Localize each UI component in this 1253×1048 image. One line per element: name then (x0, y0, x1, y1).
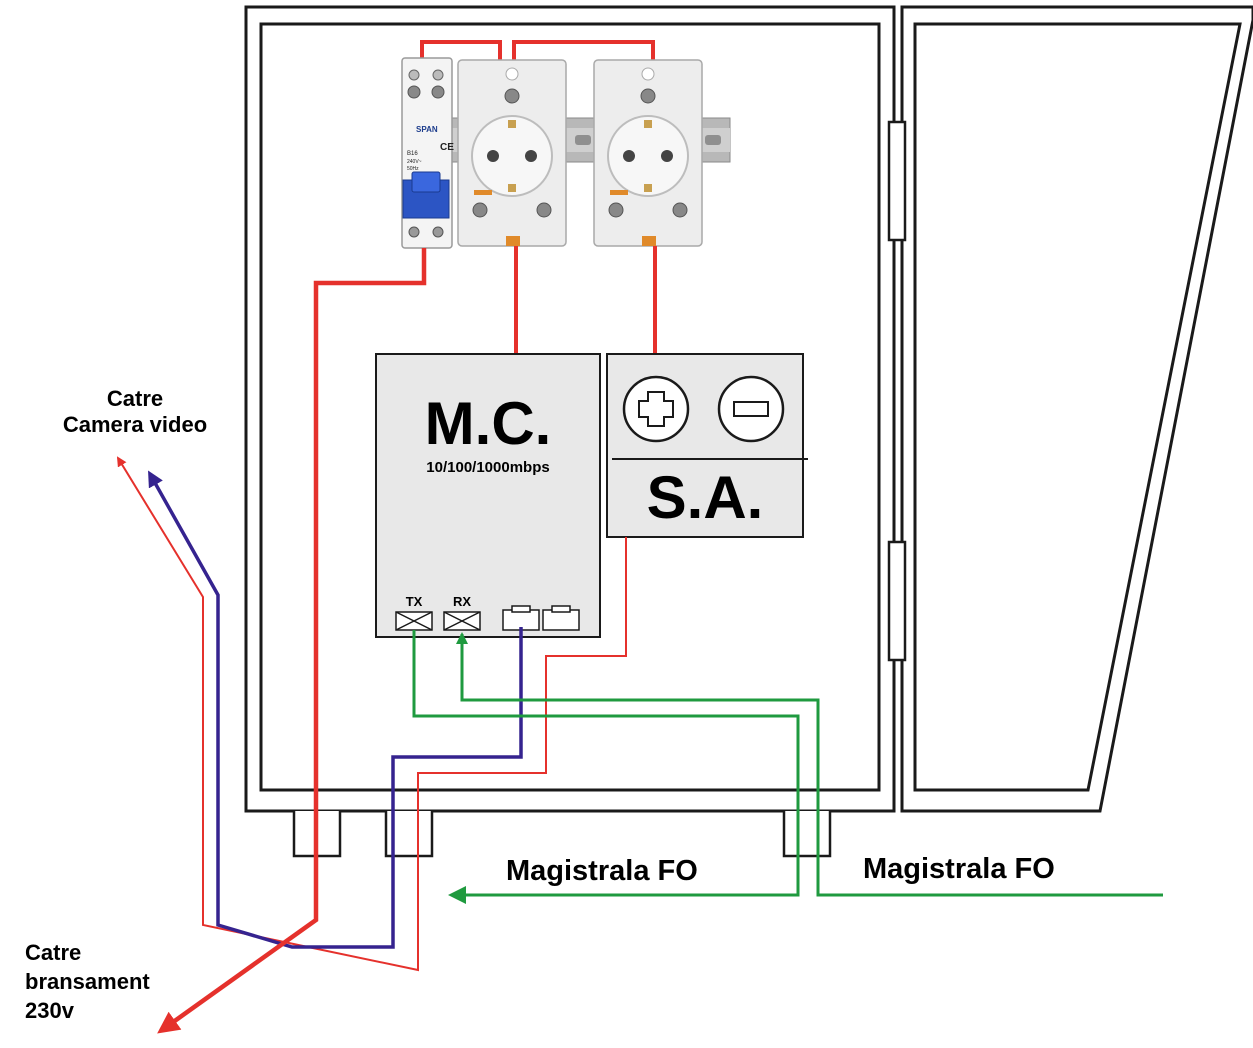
fo-right-label: Magistrala FO (863, 853, 1055, 885)
power-label-line1: Catre (25, 940, 82, 965)
power-label-line3: 230v (25, 998, 74, 1023)
breaker-freq: 50Hz (407, 166, 419, 172)
fiber-tx-outgoing (412, 630, 800, 904)
fo-left-label: Magistrala FO (506, 855, 698, 887)
breaker-volt: 240V~ (407, 159, 422, 165)
utp-cable-to-camera (148, 470, 523, 949)
psu-power-wire-to-camera (116, 456, 627, 972)
breaker-brand: SPAN (416, 125, 438, 134)
mc-speed: 10/100/1000mbps (426, 459, 550, 476)
top-power-jumpers (420, 40, 655, 62)
power-supply (606, 353, 808, 538)
gland-2 (384, 811, 434, 858)
sa-title: S.A. (646, 464, 764, 531)
cabinet-door (887, 5, 1253, 813)
power-label-line2: bransament (25, 969, 150, 994)
socket-feed-wires (514, 246, 657, 354)
rj45-port-1 (502, 605, 540, 631)
camera-label-line2: Camera video (62, 412, 208, 437)
tx-port (395, 611, 433, 631)
mc-title: M.C. (424, 390, 552, 457)
schuko-socket-icon (593, 59, 703, 247)
gland-3 (782, 811, 832, 858)
main-power-feed-wire (157, 248, 427, 1034)
rj45-port-2 (542, 605, 580, 631)
power-destination-label: Catre bransament 230v (25, 938, 150, 1025)
fiber-rx-incoming (456, 632, 1163, 897)
door-inner (913, 22, 1242, 792)
door-hinge-top (887, 120, 907, 242)
circuit-breaker-icon: SPAN CE B16 240V~ 50Hz (401, 57, 454, 249)
camera-destination-label: Catre Camera video (40, 386, 230, 438)
plus-terminal-icon (622, 375, 690, 443)
schuko-socket-icon (457, 59, 567, 247)
minus-terminal-icon (717, 375, 785, 443)
rx-port-label: RX (452, 594, 472, 609)
media-converter (375, 353, 601, 638)
camera-label-line1: Catre (106, 386, 164, 411)
door-hinge-bottom (887, 540, 907, 662)
breaker-rating: B16 (407, 151, 418, 157)
cable-glands (292, 811, 832, 858)
tx-port-label: TX (405, 594, 423, 609)
rx-port (443, 611, 481, 631)
svg-text:CE: CE (440, 142, 454, 153)
